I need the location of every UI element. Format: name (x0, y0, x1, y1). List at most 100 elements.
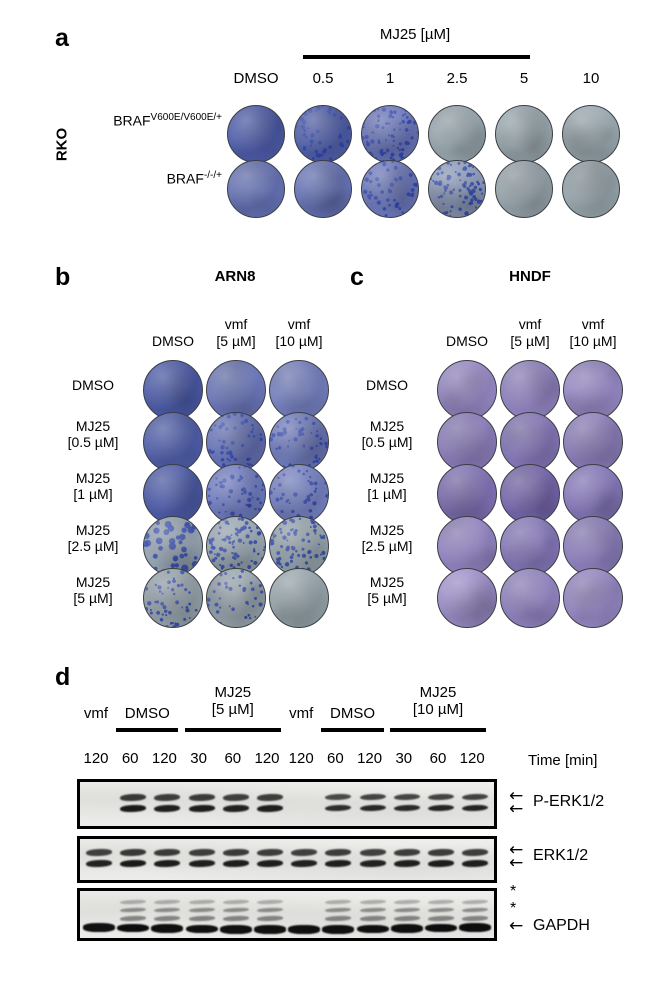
panel-c-row-label-3-line1: MJ25 (369, 522, 405, 538)
well-sheen (144, 517, 202, 575)
well-sheen (270, 413, 328, 471)
culture-well (437, 412, 497, 472)
well-texture (438, 517, 496, 575)
well-texture (564, 465, 622, 523)
well-sheen (207, 517, 265, 575)
culture-well (143, 516, 203, 576)
colony-speckles (144, 517, 202, 575)
panel-c-column-header-1: vmf[5 µM] (490, 316, 570, 349)
well-texture (501, 361, 559, 419)
well-sheen (496, 106, 552, 162)
blot-band (151, 924, 184, 933)
panel-d-group-header-1: DMSO (99, 705, 195, 722)
well-sheen (501, 517, 559, 575)
culture-well (437, 568, 497, 628)
panel-b-row-label-2: MJ25[1 µM] (48, 470, 138, 502)
well-sheen (563, 106, 619, 162)
blot-label-gapdh: GAPDH (533, 917, 590, 934)
culture-well (563, 360, 623, 420)
panel-a-row-label-0-sup: V600E/V600E/+ (150, 112, 222, 123)
well-sheen (207, 465, 265, 523)
blot-band (188, 848, 215, 857)
panel-d-group-header-4: DMSO (305, 705, 401, 722)
well-texture (563, 106, 619, 162)
panel-c-row-label-0-line1: DMSO (366, 377, 408, 393)
blot-pointer-arrow-icon: ← (509, 853, 524, 873)
panel-b-column-header-0-line2: DMSO (152, 333, 194, 349)
panel-d-group-rule-1 (116, 728, 179, 732)
well-sheen (438, 361, 496, 419)
culture-well (500, 568, 560, 628)
panel-b-column-header-1-line1: vmf (224, 316, 248, 332)
well-texture (564, 413, 622, 471)
well-texture (144, 413, 202, 471)
well-texture (228, 106, 284, 162)
panel-c-row-label-4: MJ25[5 µM] (342, 574, 432, 606)
well-sheen (501, 361, 559, 419)
culture-well (500, 516, 560, 576)
well-texture (438, 569, 496, 627)
well-texture (429, 106, 485, 162)
well-sheen (564, 465, 622, 523)
panel-c-column-header-0-line2: DMSO (446, 333, 488, 349)
panel-c-row-label-4-line2: [5 µM] (367, 590, 407, 606)
panel-d-time-axis-label: Time [min] (528, 752, 598, 769)
blot-band (356, 924, 389, 934)
colony-speckles (144, 569, 202, 627)
culture-well (437, 516, 497, 576)
colony-speckles (270, 465, 328, 523)
well-texture (207, 361, 265, 419)
culture-well (563, 516, 623, 576)
well-texture (438, 413, 496, 471)
panel-a-column-header-5: 10 (582, 70, 600, 87)
panel-d-lane-time-8: 120 (357, 750, 383, 767)
culture-well (500, 464, 560, 524)
blot-band (359, 859, 386, 868)
colony-speckles (207, 517, 265, 575)
blot-panel-p-erk1-2 (77, 779, 497, 829)
culture-well (563, 464, 623, 524)
well-sheen (429, 161, 485, 217)
well-texture (563, 161, 619, 217)
panel-b-row-label-1-line1: MJ25 (75, 418, 111, 434)
panel-c-column-header-2-line2: [10 µM] (569, 333, 617, 349)
well-sheen (496, 161, 552, 217)
well-sheen (270, 517, 328, 575)
panel-d-lane-time-5: 120 (254, 750, 280, 767)
panel-c-row-label-2: MJ25[1 µM] (342, 470, 432, 502)
panel-b-letter: b (55, 263, 71, 291)
culture-well (500, 412, 560, 472)
blot-asterisk-marker: * (510, 900, 517, 917)
well-sheen (144, 465, 202, 523)
culture-well (428, 105, 486, 163)
panel-b-row-label-4: MJ25[5 µM] (48, 574, 138, 606)
panel-b-title: ARN8 (214, 268, 256, 285)
culture-well (143, 412, 203, 472)
panel-c-letter: c (350, 263, 364, 291)
well-sheen (564, 413, 622, 471)
panel-c-column-header-1-line1: vmf (518, 316, 542, 332)
well-texture (144, 361, 202, 419)
panel-b-column-header-2-line1: vmf (287, 316, 311, 332)
colony-speckles (295, 106, 351, 162)
blot-band (117, 923, 150, 933)
blot-band (188, 859, 215, 868)
panel-b-row-label-2-line2: [1 µM] (73, 486, 113, 502)
panel-d-group-header-5-line1: MJ25 (419, 684, 457, 701)
panel-d-lane-time-4: 60 (224, 750, 242, 767)
culture-well (269, 464, 329, 524)
colony-speckles (429, 161, 485, 217)
well-sheen (438, 413, 496, 471)
culture-well (227, 160, 285, 218)
panel-b-row-label-3: MJ25[2.5 µM] (48, 522, 138, 554)
well-sheen (362, 161, 418, 217)
well-texture (295, 161, 351, 217)
culture-well (294, 160, 352, 218)
culture-well (206, 360, 266, 420)
panel-d-group-rule-5 (389, 728, 487, 732)
panel-c-row-label-0: DMSO (342, 377, 432, 393)
panel-d-group-header-5-line2: [10 µM] (412, 701, 464, 718)
well-sheen (270, 569, 328, 627)
culture-well (269, 568, 329, 628)
well-texture (501, 465, 559, 523)
